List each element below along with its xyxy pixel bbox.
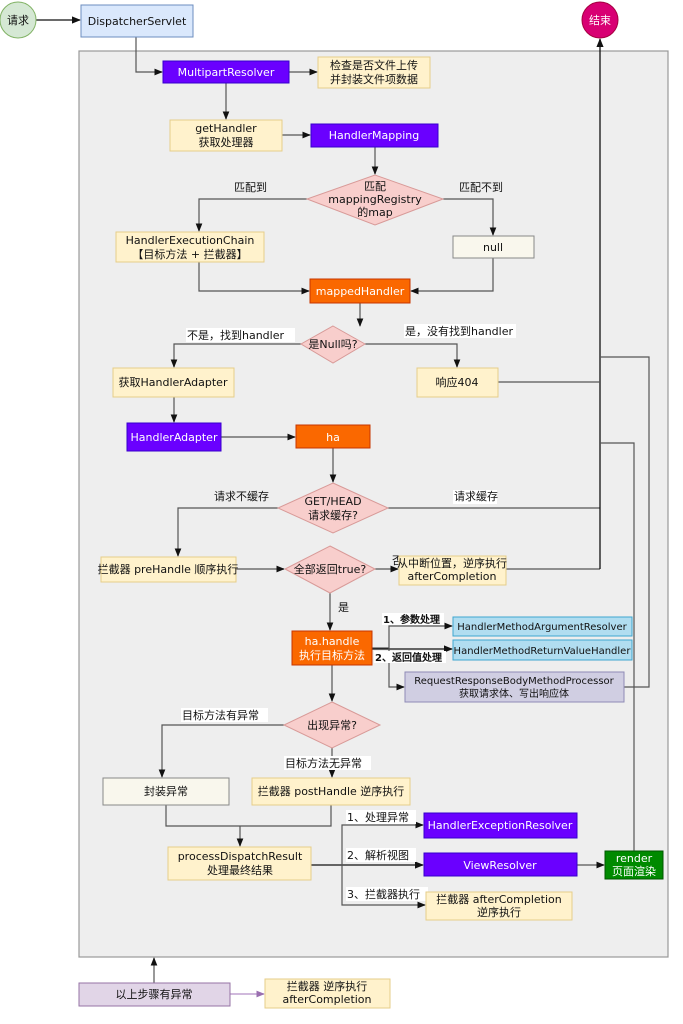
- after-completion-end-node[interactable]: 拦截器 afterCompletion 逆序执行: [425, 891, 573, 921]
- svg-text:拦截器 逆序执行: 拦截器 逆序执行: [287, 979, 368, 993]
- cache-decision[interactable]: GET/HEAD 请求缓存?: [276, 482, 390, 534]
- label-step3: 3、拦截器执行: [347, 887, 420, 901]
- render-node[interactable]: render 页面渲染: [604, 850, 664, 880]
- svg-text:render: render: [616, 852, 653, 865]
- svg-text:执行目标方法: 执行目标方法: [299, 648, 365, 662]
- pre-handle-node[interactable]: 拦截器 preHandle 顺序执行: [98, 556, 239, 583]
- wrap-exception-node[interactable]: 封装异常: [102, 777, 230, 806]
- mapped-handler-node[interactable]: mappedHandler: [309, 278, 411, 304]
- svg-text:出现异常?: 出现异常?: [307, 718, 357, 732]
- svg-text:ViewResolver: ViewResolver: [463, 859, 537, 872]
- post-handle-node[interactable]: 拦截器 postHandle 逆序执行: [251, 777, 411, 806]
- ha-node[interactable]: ha: [295, 424, 371, 449]
- svg-text:请求: 请求: [7, 14, 29, 27]
- svg-text:HandlerAdapter: HandlerAdapter: [131, 431, 218, 444]
- label-no: 否: [392, 554, 403, 567]
- svg-text:拦截器 postHandle 逆序执行: 拦截器 postHandle 逆序执行: [258, 784, 405, 798]
- svg-text:HandlerExecutionChain: HandlerExecutionChain: [126, 234, 255, 247]
- label-has-exception: 目标方法有异常: [182, 708, 259, 722]
- get-handler-node[interactable]: getHandler 获取处理器: [169, 119, 283, 152]
- argument-resolver-node[interactable]: HandlerMethodArgumentResolver: [452, 616, 633, 637]
- label-step1: 1、处理异常: [347, 811, 409, 824]
- edge-labels: 匹配到 匹配不到 不是，找到handler 是，没有找到handler 请求不缓…: [181, 181, 516, 901]
- svg-text:ha.handle: ha.handle: [305, 635, 360, 648]
- svg-text:获取请求体、写出响应体: 获取请求体、写出响应体: [459, 687, 569, 700]
- all-true-decision[interactable]: 全部返回true?: [283, 545, 377, 594]
- svg-text:ha: ha: [326, 431, 340, 444]
- svg-text:获取处理器: 获取处理器: [199, 136, 254, 149]
- multipart-note-node[interactable]: 检查是否文件上传 并封装文件项数据: [317, 56, 431, 89]
- connectors: [36, 16, 650, 998]
- svg-text:全部返回true?: 全部返回true?: [294, 562, 367, 576]
- response-404-node[interactable]: 响应404: [416, 367, 499, 398]
- svg-text:从中断位置，逆序执行: 从中断位置，逆序执行: [397, 556, 507, 570]
- svg-text:HandlerMapping: HandlerMapping: [329, 129, 420, 142]
- label-not-null: 不是，找到handler: [187, 328, 284, 342]
- svg-text:拦截器 afterCompletion: 拦截器 afterCompletion: [436, 892, 562, 906]
- svg-text:afterCompletion: afterCompletion: [407, 570, 496, 583]
- svg-text:检查是否文件上传: 检查是否文件上传: [330, 58, 418, 72]
- execution-chain-node[interactable]: HandlerExecutionChain 【目标方法 + 拦截器】: [115, 231, 265, 263]
- svg-text:请求缓存?: 请求缓存?: [308, 508, 358, 522]
- error-steps-node[interactable]: 以上步骤有异常: [78, 982, 231, 1007]
- svg-text:处理最终结果: 处理最终结果: [207, 863, 273, 877]
- view-resolver-node[interactable]: ViewResolver: [423, 852, 578, 877]
- return-value-handler-node[interactable]: HandlerMethodReturnValueHandler: [452, 639, 633, 661]
- svg-text:获取HandlerAdapter: 获取HandlerAdapter: [119, 376, 228, 389]
- svg-text:mappingRegistry: mappingRegistry: [328, 193, 422, 206]
- svg-text:并封装文件项数据: 并封装文件项数据: [330, 72, 418, 86]
- end-node[interactable]: 结束: [581, 1, 619, 39]
- svg-text:DispatcherServlet: DispatcherServlet: [88, 15, 187, 28]
- svg-text:以上步骤有异常: 以上步骤有异常: [116, 987, 193, 1001]
- ha-handle-node[interactable]: ha.handle 执行目标方法: [291, 630, 373, 666]
- svg-text:HandlerExceptionResolver: HandlerExceptionResolver: [428, 819, 573, 832]
- handler-mapping-node[interactable]: HandlerMapping: [310, 123, 439, 148]
- svg-text:封装异常: 封装异常: [144, 784, 188, 798]
- after-completion-mid-node[interactable]: 从中断位置，逆序执行 afterCompletion: [397, 555, 507, 586]
- multipart-resolver-node[interactable]: MultipartResolver: [162, 60, 290, 84]
- error-after-completion-node[interactable]: 拦截器 逆序执行 afterCompletion: [264, 978, 391, 1009]
- match-decision[interactable]: 匹配 mappingRegistry 的map: [305, 174, 445, 226]
- label-is-null: 是，没有找到handler: [405, 324, 513, 338]
- process-dispatch-result-node[interactable]: processDispatchResult 处理最终结果: [167, 846, 312, 881]
- label-matched: 匹配到: [234, 181, 267, 194]
- label-not-matched: 匹配不到: [459, 181, 503, 194]
- svg-text:mappedHandler: mappedHandler: [316, 285, 405, 298]
- label-no-cache: 请求不缓存: [214, 489, 269, 503]
- exception-decision[interactable]: 出现异常?: [282, 701, 382, 749]
- handler-adapter-node[interactable]: HandlerAdapter: [126, 422, 222, 452]
- svg-text:页面渲染: 页面渲染: [612, 864, 656, 878]
- svg-text:afterCompletion: afterCompletion: [282, 993, 371, 1006]
- label-param: 1、参数处理: [383, 613, 440, 626]
- svg-text:GET/HEAD: GET/HEAD: [304, 495, 361, 508]
- start-node[interactable]: 请求: [0, 1, 37, 39]
- svg-text:HandlerMethodReturnValueHandle: HandlerMethodReturnValueHandler: [454, 646, 632, 657]
- svg-text:响应404: 响应404: [436, 375, 479, 389]
- svg-text:匹配: 匹配: [364, 180, 386, 193]
- exception-resolver-node[interactable]: HandlerExceptionResolver: [423, 812, 578, 839]
- label-return: 2、返回值处理: [375, 651, 442, 664]
- svg-text:null: null: [483, 241, 503, 254]
- is-null-decision[interactable]: 是Null吗?: [300, 325, 366, 364]
- rrbmp-node[interactable]: RequestResponseBodyMethodProcessor 获取请求体…: [404, 671, 625, 703]
- label-step2: 2、解析视图: [347, 848, 409, 862]
- svg-text:MultipartResolver: MultipartResolver: [178, 66, 275, 79]
- label-cache: 请求缓存: [454, 489, 498, 503]
- svg-text:是Null吗?: 是Null吗?: [308, 338, 357, 351]
- label-no-exception: 目标方法无异常: [285, 756, 362, 770]
- svg-text:RequestResponseBodyMethodProce: RequestResponseBodyMethodProcessor: [414, 676, 614, 687]
- svg-text:getHandler: getHandler: [195, 122, 257, 135]
- svg-text:processDispatchResult: processDispatchResult: [178, 850, 303, 863]
- label-yes: 是: [338, 601, 349, 614]
- svg-text:【目标方法 + 拦截器】: 【目标方法 + 拦截器】: [132, 247, 247, 261]
- svg-text:逆序执行: 逆序执行: [477, 905, 521, 919]
- svg-text:的map: 的map: [357, 205, 392, 219]
- null-node[interactable]: null: [452, 235, 535, 259]
- svg-text:结束: 结束: [589, 14, 611, 27]
- get-adapter-node[interactable]: 获取HandlerAdapter: [112, 367, 235, 398]
- dispatcher-servlet-node[interactable]: DispatcherServlet: [80, 4, 194, 38]
- svg-text:拦截器 preHandle 顺序执行: 拦截器 preHandle 顺序执行: [98, 562, 239, 576]
- svg-text:HandlerMethodArgumentResolver: HandlerMethodArgumentResolver: [457, 622, 627, 633]
